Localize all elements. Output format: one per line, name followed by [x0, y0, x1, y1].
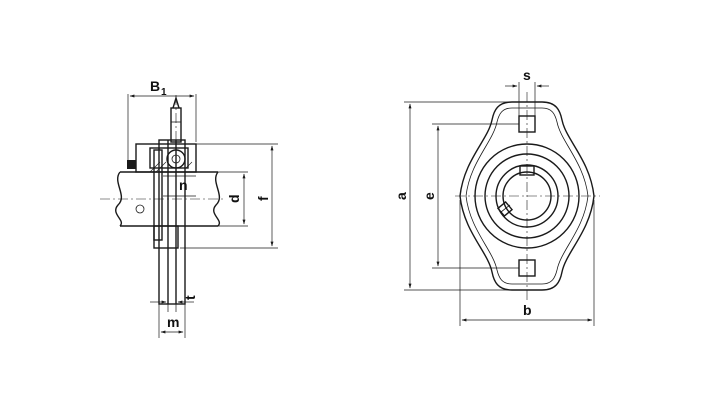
dim-b1 — [127, 94, 197, 160]
dim-s — [505, 82, 549, 116]
label-n: n — [179, 177, 188, 193]
bearing-outer-ring — [484, 153, 570, 239]
flange-outline — [459, 101, 595, 291]
flange-inner-outline — [465, 107, 589, 285]
dim-t — [150, 300, 194, 312]
dim-d — [218, 171, 248, 227]
label-a: a — [393, 192, 409, 200]
label-m: m — [167, 314, 179, 330]
label-t: t — [182, 295, 198, 300]
keyway — [519, 165, 535, 176]
dim-n — [163, 175, 196, 197]
label-b1: B — [150, 78, 160, 94]
bore — [502, 171, 552, 221]
label-s: s — [523, 67, 531, 83]
side-view: B 1 n d f t — [100, 78, 278, 338]
bearing-inner-ring — [495, 164, 559, 228]
label-d: d — [226, 194, 242, 203]
label-f: f — [255, 196, 271, 201]
dim-f — [180, 143, 278, 249]
front-view: s a e b — [393, 67, 600, 326]
label-b: b — [523, 302, 532, 318]
dim-b — [459, 200, 595, 326]
dim-e — [432, 123, 519, 269]
dim-a — [404, 101, 512, 291]
label-b1-subscript: 1 — [161, 87, 167, 98]
housing-boss-ring — [474, 143, 580, 249]
bearing-insert — [127, 143, 197, 173]
insert-lower-body — [153, 225, 179, 249]
grease-nipple — [170, 95, 182, 143]
set-screw — [496, 200, 514, 218]
label-e: e — [421, 192, 437, 200]
dim-m — [158, 304, 186, 338]
